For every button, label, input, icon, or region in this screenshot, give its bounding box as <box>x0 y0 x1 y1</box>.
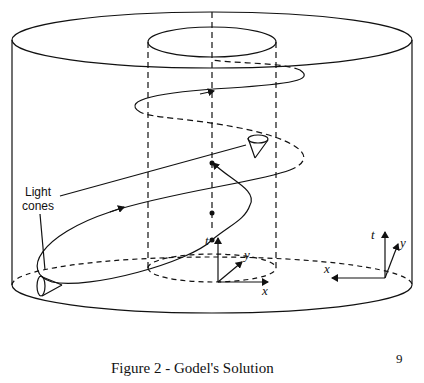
axis-label: t <box>371 228 375 243</box>
figure-caption: Figure 2 - Godel's Solution <box>111 360 274 377</box>
axis-label: y <box>400 236 406 251</box>
axis-label: t <box>205 234 209 249</box>
page-number: 9 <box>396 352 403 367</box>
axis-label: y <box>244 248 250 263</box>
axis-label: x <box>324 262 330 277</box>
axis-label: x <box>262 284 268 299</box>
light-cone-label: Light cones <box>16 186 60 214</box>
